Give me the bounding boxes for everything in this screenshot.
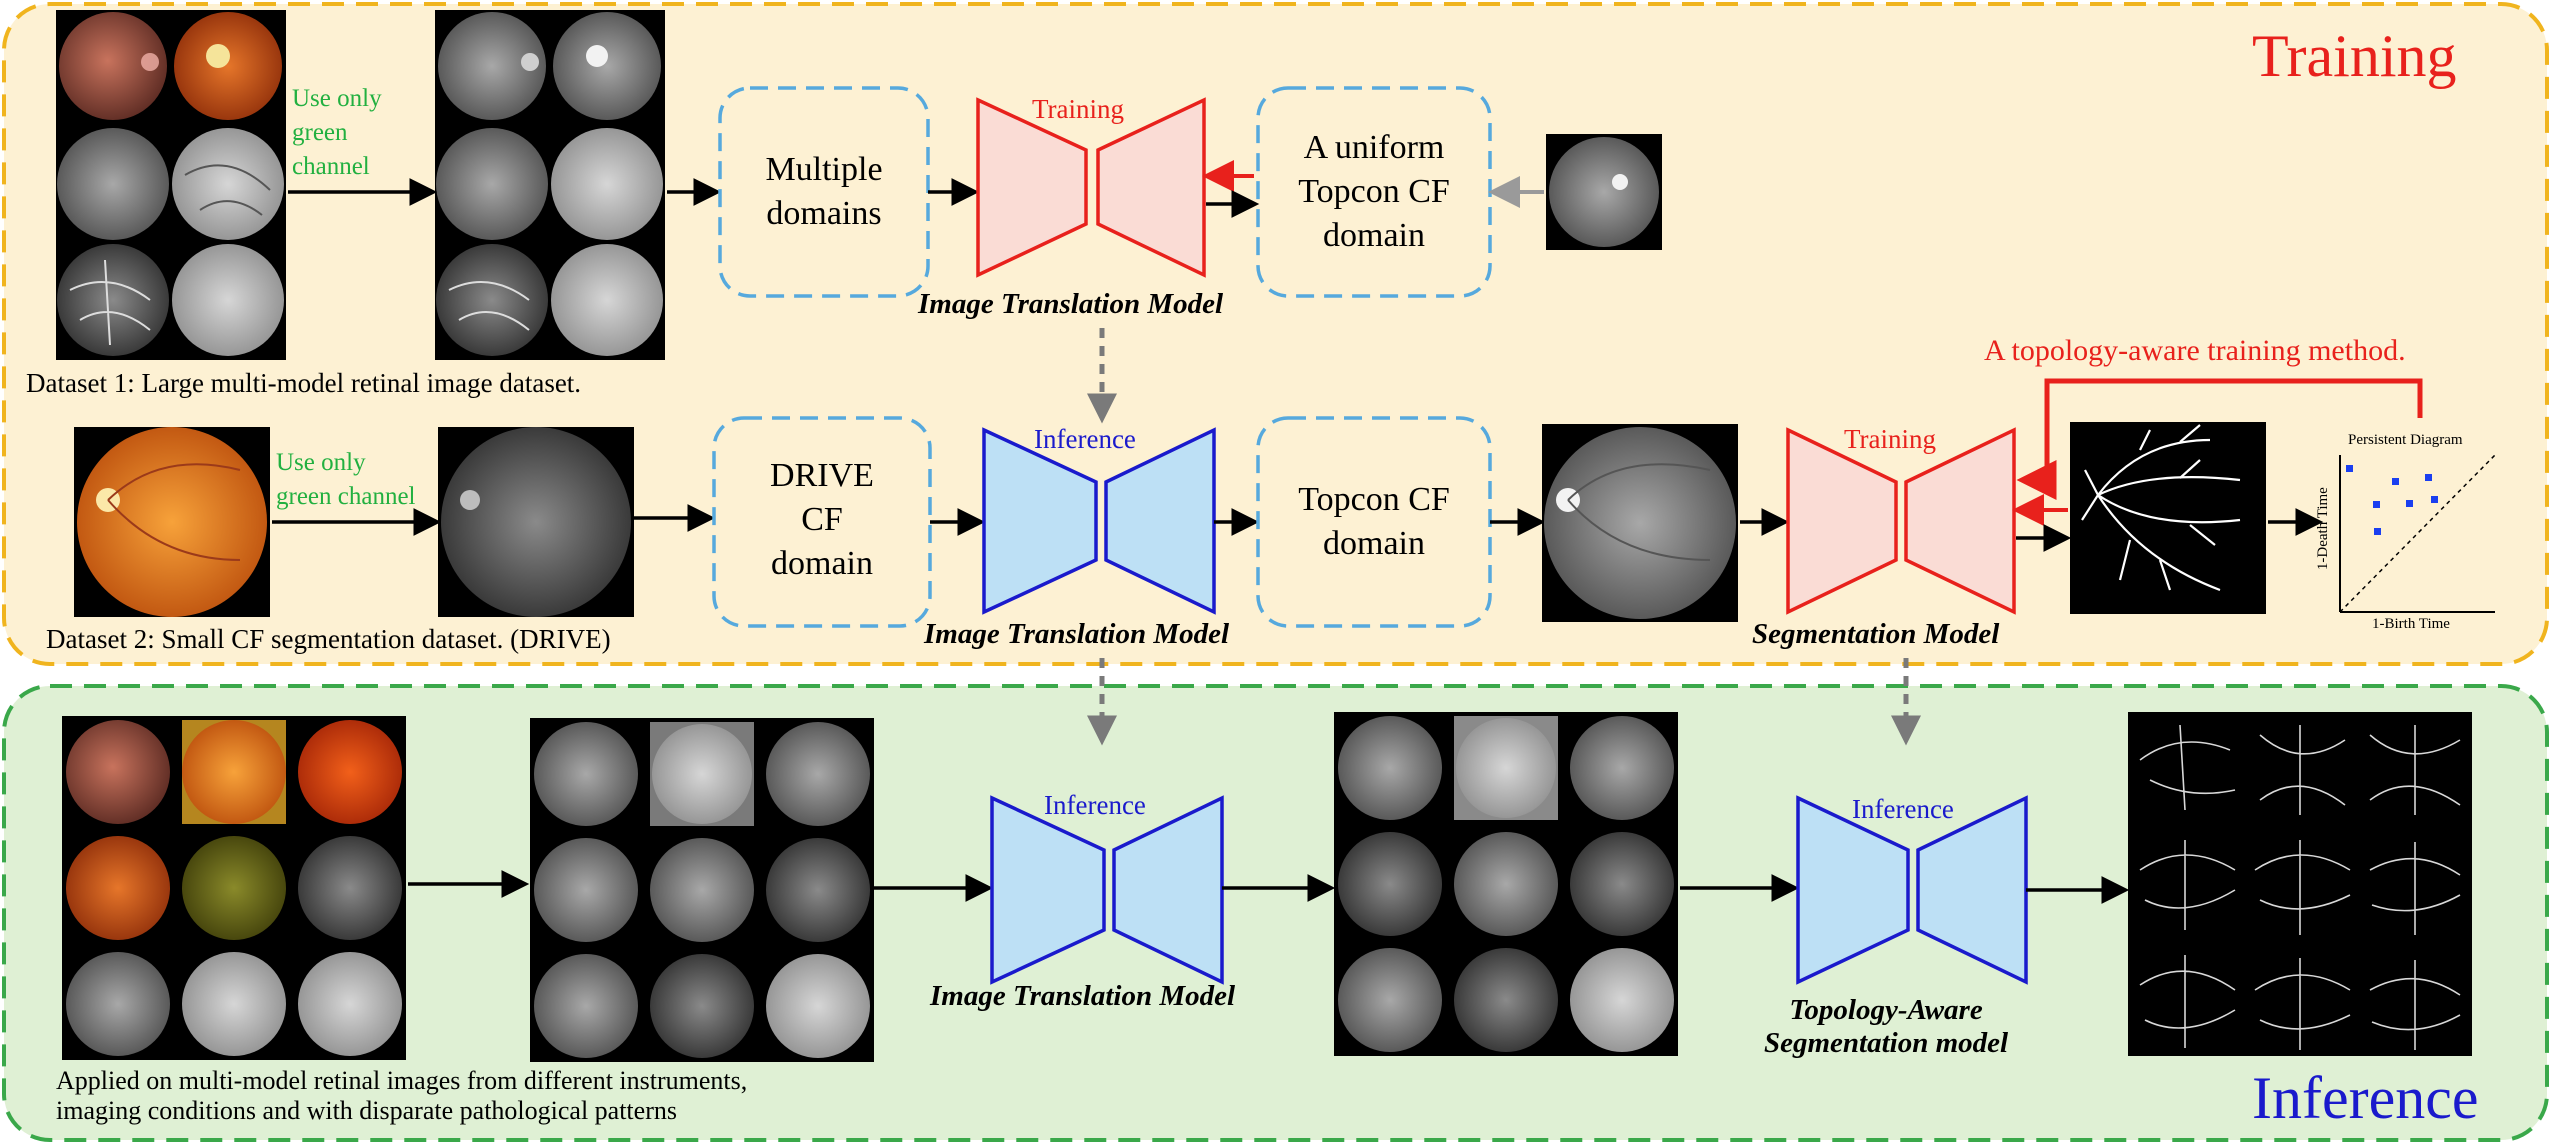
segmentation-model-inference (1796, 795, 2028, 985)
translation-model-inference-3 (990, 795, 1224, 985)
inference-color-grid (62, 716, 406, 1060)
drive-cf-box (712, 416, 932, 628)
segmentation-model-training (1786, 427, 2016, 615)
topology-feedback-loop (2016, 378, 2423, 500)
topcon-reference-image (1546, 134, 1662, 250)
dataset1-green-grid (435, 10, 665, 360)
translation-model-training (976, 97, 1206, 278)
vessel-segmentation-image (2070, 422, 2266, 614)
persistence-diagram (2339, 454, 2496, 613)
translation-model-inference-2 (982, 427, 1216, 615)
inference-vessel-grid (2128, 712, 2472, 1056)
inference-translated-grid (1334, 712, 1678, 1056)
inference-green-grid (530, 718, 874, 1062)
dataset1-image-grid (56, 10, 286, 360)
drive-color-image (74, 427, 270, 617)
translated-drive-image (1542, 424, 1738, 622)
drive-green-image (438, 427, 634, 617)
